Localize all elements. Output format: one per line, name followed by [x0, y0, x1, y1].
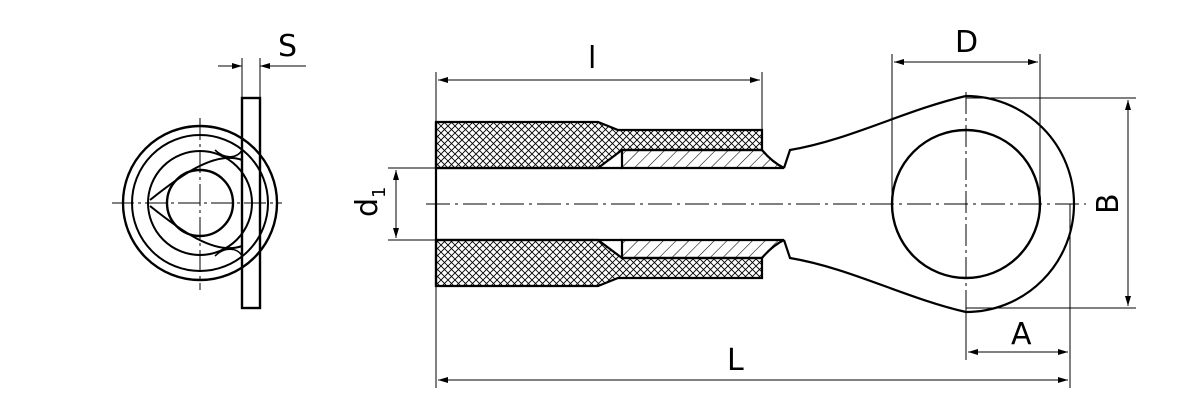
- ring-tongue-outline-bottom: [782, 239, 967, 314]
- end-view-barrel-curve-top: [149, 156, 243, 201]
- end-view-barrel-inner-top: [214, 149, 243, 158]
- end-view: S: [112, 29, 306, 310]
- l-big-label: L: [727, 343, 744, 378]
- metal-barrel-bottom: [620, 238, 785, 260]
- l-small-label: l: [588, 41, 596, 76]
- a-label: A: [1011, 317, 1032, 352]
- metal-barrel-top: [620, 148, 785, 170]
- end-view-barrel-curve-bottom: [149, 205, 243, 250]
- d-label: D: [955, 25, 978, 60]
- end-view-barrel-inner-bottom: [214, 248, 243, 257]
- d1-label: d: [350, 198, 385, 217]
- section-view: l d 1 D B A L: [350, 25, 1136, 388]
- s-label: S: [278, 29, 297, 64]
- b-label: B: [1091, 193, 1126, 214]
- ring-tongue-outline-top: [782, 94, 967, 169]
- d1-subscript: 1: [369, 187, 390, 198]
